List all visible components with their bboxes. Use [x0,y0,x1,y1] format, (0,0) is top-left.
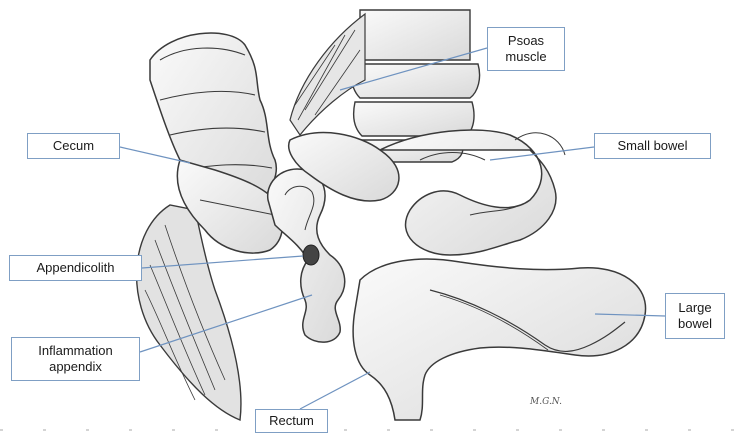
label-small-bowel: Small bowel [594,133,711,159]
label-large-bowel: Large bowel [665,293,725,339]
artist-signature: M.G.N. [530,397,562,407]
label-psoas-muscle: Psoas muscle [487,27,565,71]
label-inflammation-appendix: Inflammation appendix [11,337,140,381]
label-cecum: Cecum [27,133,120,159]
small-bowel [289,130,565,255]
label-rectum: Rectum [255,409,328,433]
large-bowel [353,259,645,420]
appendicolith-stone [303,245,319,265]
label-appendicolith: Appendicolith [9,255,142,281]
